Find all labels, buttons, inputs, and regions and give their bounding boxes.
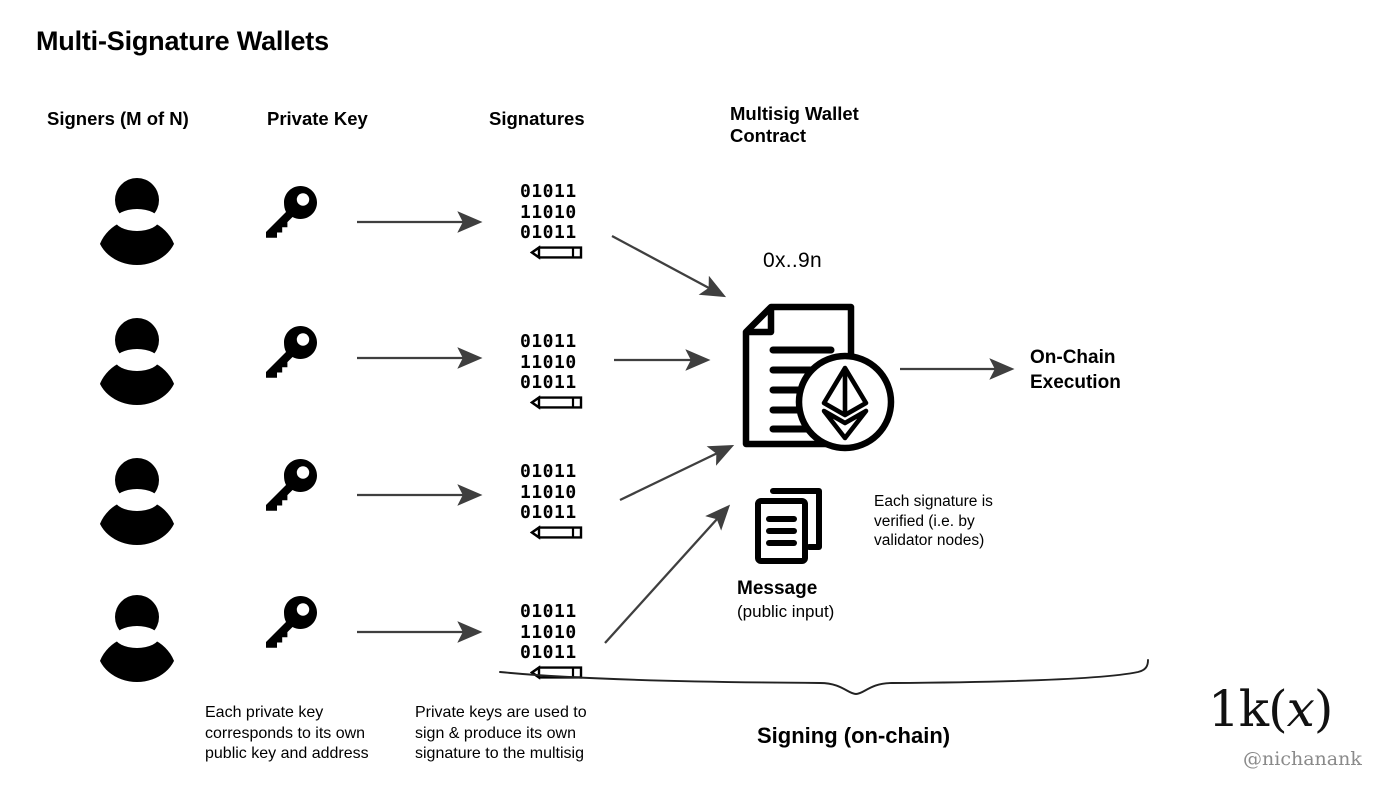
signature-bits-line-1: 01011 (520, 461, 577, 482)
key-icon (266, 459, 317, 511)
signing-brace (499, 659, 1149, 695)
watermark-handle: @nichanank (1243, 748, 1362, 770)
arrow-signature-1-to-contract (611, 234, 727, 298)
person-neck-gap (115, 489, 159, 511)
person-neck-gap (115, 626, 159, 648)
contract-document-ethereum-icon (742, 303, 895, 452)
signature-bits-line-3: 01011 (520, 222, 577, 243)
signature-bits-line-1: 01011 (520, 331, 577, 352)
brace-caption-signing-on-chain: Signing (on-chain) (757, 723, 951, 748)
signature-bits-line-1: 01011 (520, 601, 577, 622)
watermark-logo: 1k(𝑥) (1208, 680, 1333, 738)
column-header-signers: Signers (M of N) (47, 108, 189, 129)
key-icon (266, 596, 317, 648)
signature-bits-line-3: 01011 (520, 502, 577, 523)
arrow-signature-4-to-message (604, 504, 731, 644)
signature-bits-line-2: 11010 (520, 201, 577, 223)
person-neck-gap (115, 349, 159, 371)
column-header-signatures: Signatures (489, 108, 585, 129)
person-icon (95, 178, 179, 265)
person-icon (95, 458, 179, 545)
signature-bits-line-3: 01011 (520, 372, 577, 393)
column-header-multisig-wallet-contract: Multisig Wallet Contract (730, 103, 859, 146)
person-neck-gap (115, 209, 159, 231)
pencil-icon (529, 394, 583, 410)
note-signing: Private keys are used to sign & produce … (415, 704, 587, 762)
pencil-icon (529, 244, 583, 260)
note-private-key: Each private key corresponds to its own … (205, 704, 369, 762)
pencil-icon (529, 524, 583, 540)
verification-note: Each signature is verified (i.e. by vali… (874, 493, 993, 549)
signature-bits-line-3: 01011 (520, 642, 577, 663)
key-icon (266, 186, 317, 238)
signature-bits-line-1: 01011 (520, 181, 577, 202)
signature-icon: 01011 11010 01011 (520, 331, 586, 410)
page-title: Multi-Signature Wallets (36, 26, 329, 56)
key-icon (266, 326, 317, 378)
arrow-signature-3-to-contract (619, 445, 735, 502)
stacked-documents-icon (755, 488, 822, 564)
signature-bits-line-2: 11010 (520, 351, 577, 373)
on-chain-execution-label: On-Chain Execution (1030, 347, 1121, 393)
column-header-private-key: Private Key (267, 108, 368, 129)
signature-bits-line-2: 11010 (520, 621, 577, 643)
contract-address-label: 0x..9n (763, 249, 823, 272)
pencil-icon (529, 664, 583, 680)
signature-icon: 01011 11010 01011 (520, 601, 586, 680)
message-title: Message (737, 578, 818, 599)
person-icon (95, 318, 179, 405)
signature-icon: 01011 11010 01011 (520, 181, 586, 260)
message-subtitle: (public input) (737, 602, 835, 621)
ethereum-logo-icon (821, 365, 869, 441)
signature-bits-line-2: 11010 (520, 481, 577, 503)
signature-icon: 01011 11010 01011 (520, 461, 586, 540)
person-icon (95, 595, 179, 682)
